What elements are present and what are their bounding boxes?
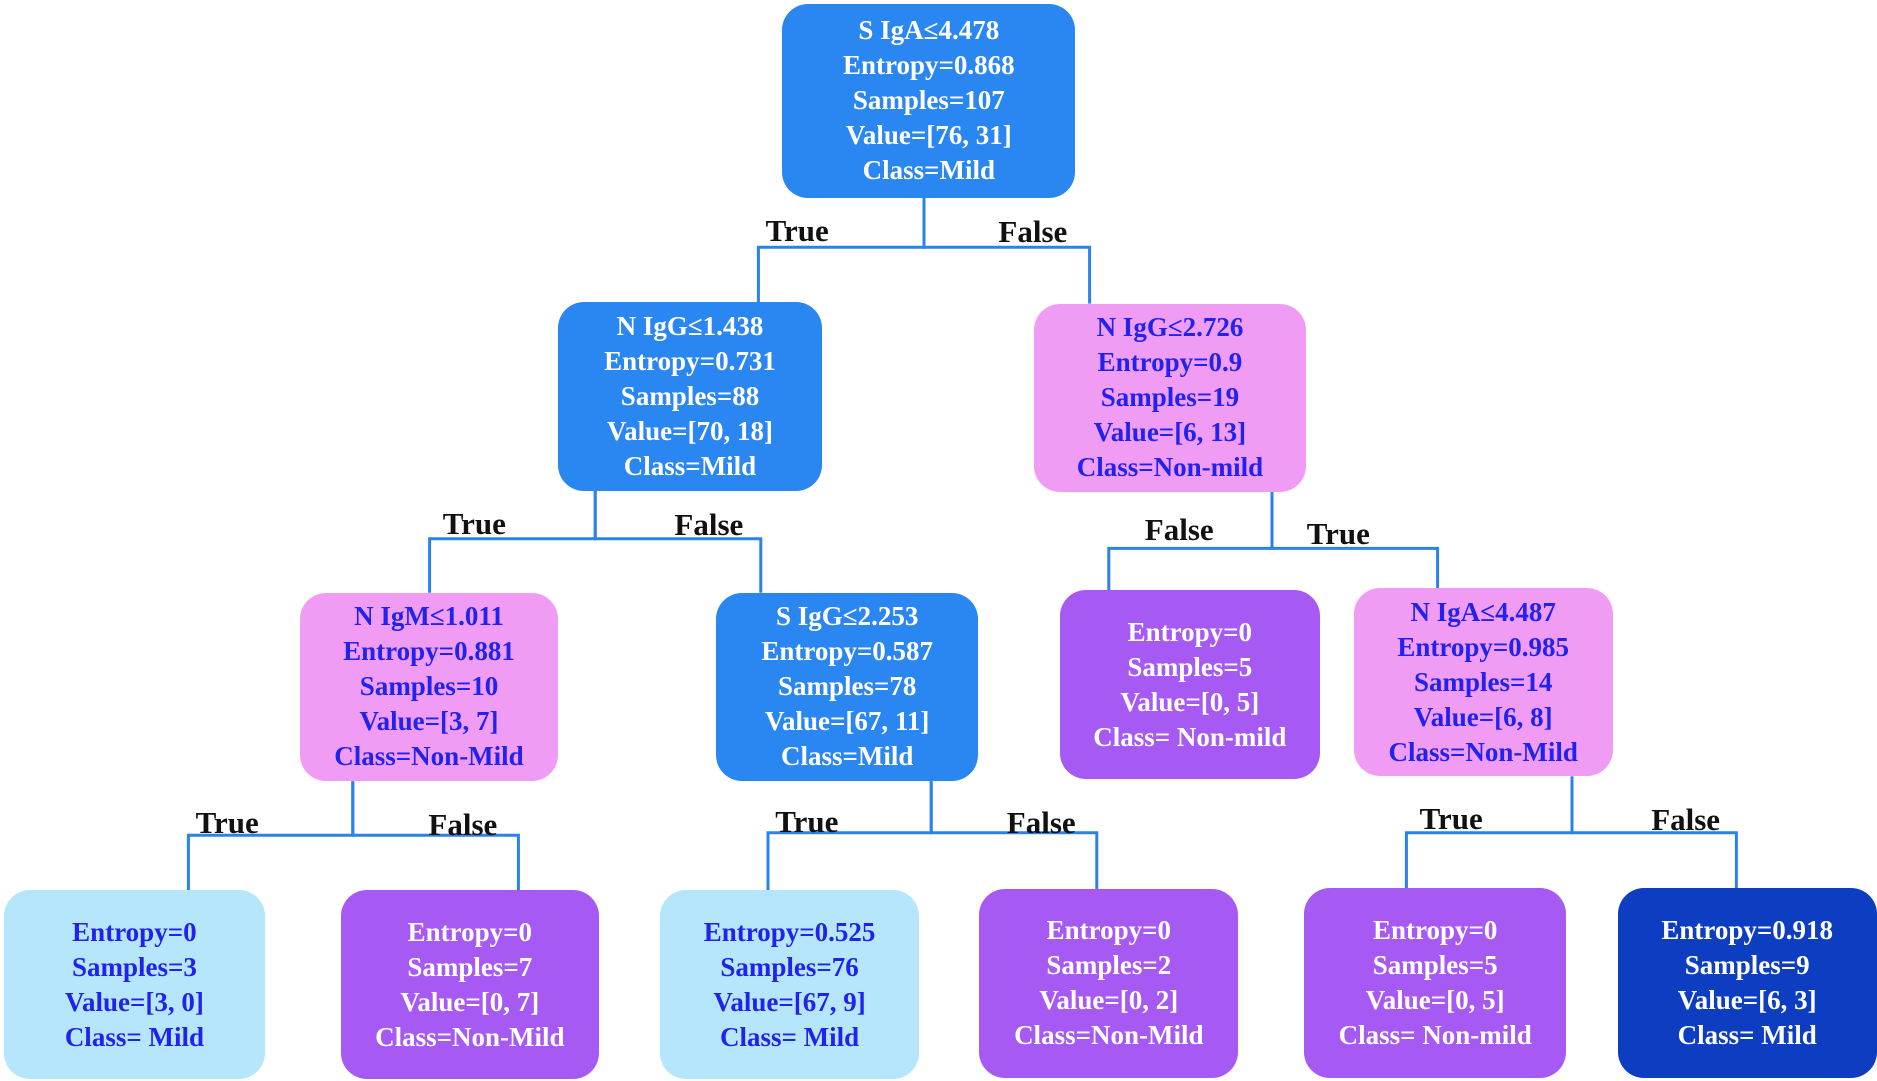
node-line: Class= Mild <box>64 1021 204 1052</box>
node-line: Entropy=0 <box>1046 915 1171 946</box>
edge-root-to-l1_right <box>922 198 1092 304</box>
node-line: N IgA≤4.487 <box>1410 596 1556 627</box>
node-line: S IgG≤2.253 <box>776 601 919 632</box>
node-line: Entropy=0.587 <box>761 636 934 667</box>
node-line: Value=[3, 7] <box>359 706 499 737</box>
node-line: Class=Non-Mild <box>1388 736 1578 767</box>
node-line: Entropy=0.868 <box>842 50 1015 81</box>
edge-label-true: True <box>765 213 829 249</box>
node-line: Samples=5 <box>1372 949 1498 980</box>
node-line: Samples=19 <box>1100 382 1240 413</box>
edge-label-false: False <box>428 807 498 843</box>
node-line: Value=[67, 9] <box>713 986 866 1017</box>
node-line: Class=Mild <box>623 451 757 482</box>
node-line: Value=[67, 11] <box>764 706 930 737</box>
node-line: Class=Non-Mild <box>1014 1020 1204 1051</box>
node-line: Samples=2 <box>1046 950 1172 981</box>
edge-label-false: False <box>674 507 744 543</box>
node-line: Value=[76, 31] <box>845 120 1012 151</box>
edge-label-true: True <box>775 803 839 839</box>
node-line: Entropy=0.918 <box>1661 914 1834 945</box>
edge-label-true: True <box>195 804 259 840</box>
node-line: Entropy=0.525 <box>703 916 876 947</box>
edge-label-true: True <box>1306 515 1370 551</box>
node-line: Entropy=0 <box>72 916 197 947</box>
node-line: Value=[6, 13] <box>1093 417 1247 448</box>
node-line: Class= Non-mild <box>1338 1019 1532 1050</box>
node-line: Samples=7 <box>407 951 533 982</box>
node-line: Value=[0, 2] <box>1039 985 1179 1016</box>
node-line: N IgG≤2.726 <box>1096 312 1244 343</box>
node-line: Value=[0, 7] <box>400 986 540 1017</box>
node-line: Value=[70, 18] <box>607 416 773 447</box>
edge-label-false: False <box>998 214 1068 250</box>
node-line: Entropy=0.731 <box>604 346 776 377</box>
edge-label-false: False <box>1006 804 1076 840</box>
node-line: Entropy=0.9 <box>1097 347 1243 378</box>
edge-l2_a-to-leaf2 <box>351 781 520 891</box>
node-line: Samples=10 <box>359 671 499 702</box>
node-line: Samples=78 <box>777 671 917 702</box>
edge-l2_b-to-leaf4 <box>929 781 1099 890</box>
node-line: Class= Mild <box>720 1021 860 1052</box>
edge-l1_left-to-l2_b <box>593 490 763 593</box>
node-line: Samples=88 <box>620 381 760 412</box>
node-line: Samples=9 <box>1684 949 1810 980</box>
node-line: Class=Non-Mild <box>334 741 524 772</box>
edge-label-false: False <box>1144 512 1214 547</box>
node-line: Class=Mild <box>862 155 995 186</box>
node-line: Samples=5 <box>1127 651 1253 682</box>
node-line: Class=Mild <box>780 741 914 772</box>
node-line: Value=[0, 5] <box>1120 686 1260 717</box>
node-line: Class=Non-mild <box>1076 452 1264 483</box>
node-line: Value=[3, 0] <box>64 986 204 1017</box>
node-line: Entropy=0 <box>1372 914 1498 945</box>
node-line: Entropy=0.881 <box>343 636 515 667</box>
node-line: Entropy=0 <box>407 916 532 947</box>
node-line: Class= Non-mild <box>1093 721 1287 752</box>
node-line: Samples=3 <box>71 951 197 982</box>
node-line: Samples=14 <box>1413 666 1553 697</box>
edge-label-true: True <box>442 506 506 541</box>
node-line: Value=[0, 5] <box>1365 984 1505 1015</box>
node-line: Class= Mild <box>1677 1019 1817 1050</box>
node-line: Entropy=0 <box>1127 616 1252 647</box>
edge-label-false: False <box>1651 802 1721 838</box>
node-line: Entropy=0.985 <box>1397 631 1570 662</box>
edge-l2_d-to-leaf6 <box>1570 776 1738 888</box>
node-line: Samples=76 <box>720 951 859 982</box>
node-line: Value=[6, 8] <box>1413 701 1553 732</box>
node-line: Value=[6, 3] <box>1677 984 1817 1015</box>
node-line: S IgA≤4.478 <box>858 15 1000 46</box>
node-line: Samples=107 <box>852 85 1005 116</box>
node-line: N IgG≤1.438 <box>616 311 764 342</box>
edge-label-true: True <box>1419 801 1483 837</box>
node-line: N IgM≤1.011 <box>354 601 504 632</box>
node-line: Class=Non-Mild <box>375 1021 565 1052</box>
edge-l1_right-to-l2_d <box>1270 492 1440 588</box>
